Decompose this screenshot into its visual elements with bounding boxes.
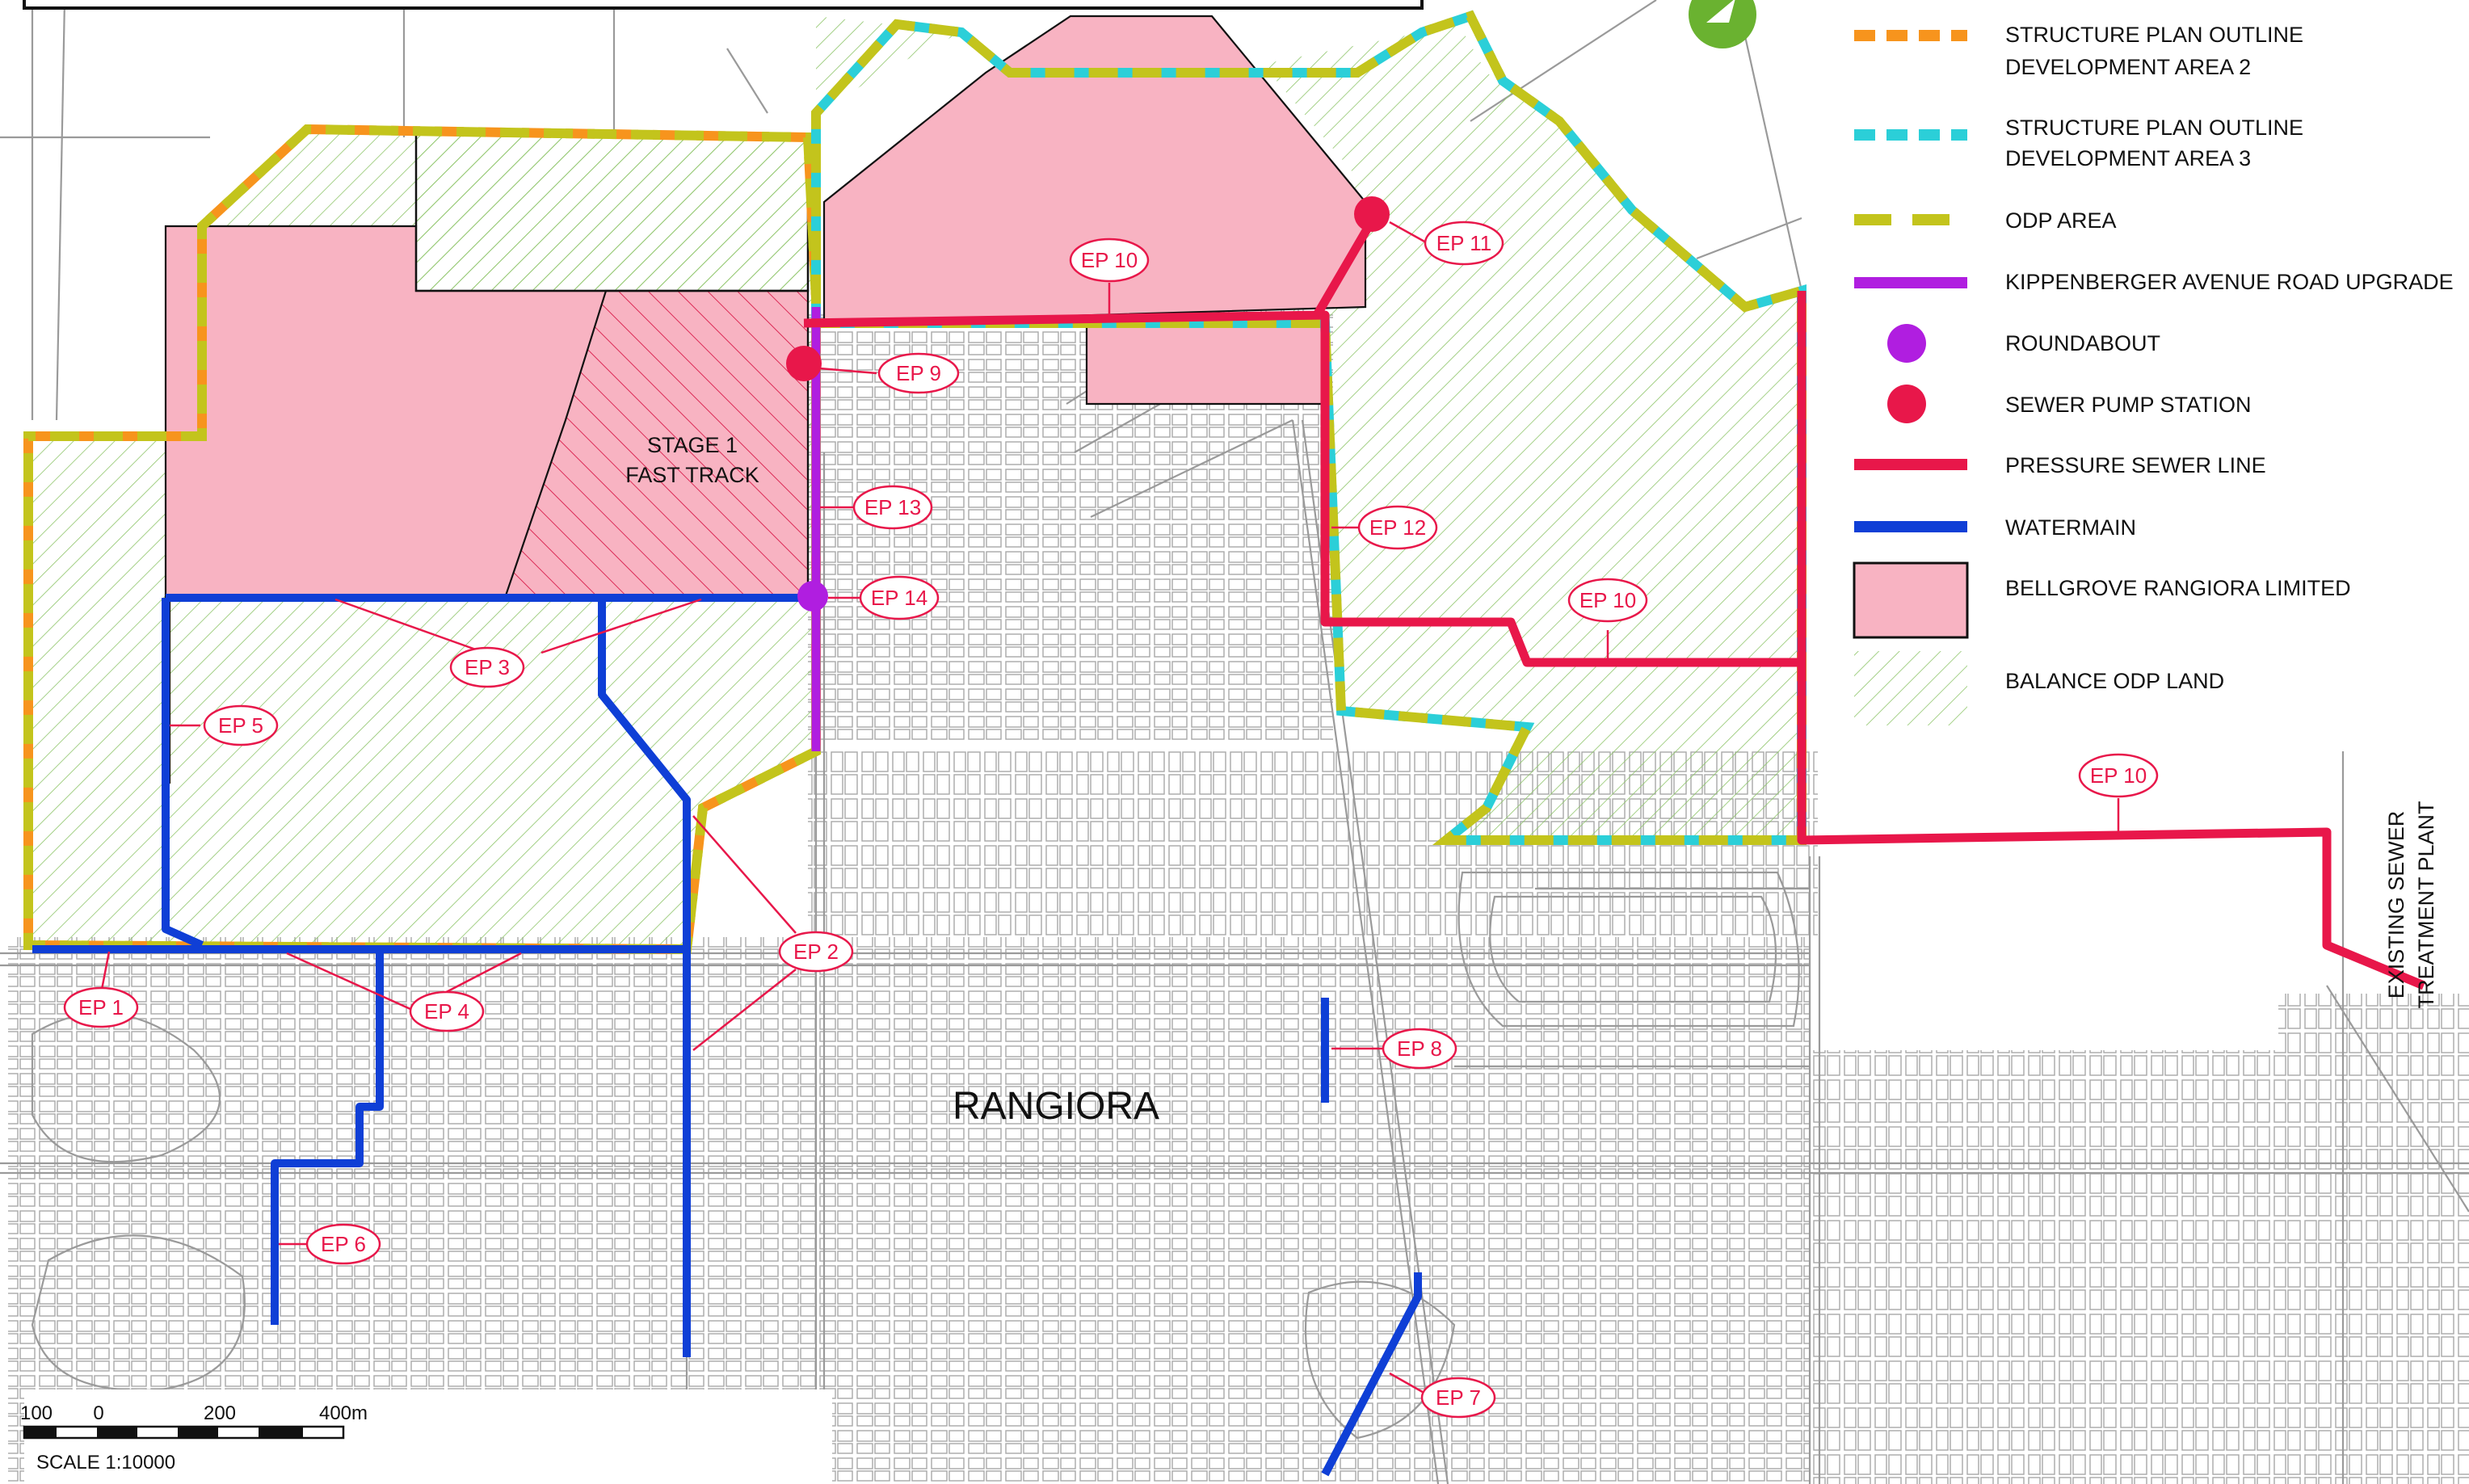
scale-tick-0: 0: [93, 1402, 103, 1424]
legend-kippenberger-text: KIPPENBERGER AVENUE ROAD UPGRADE: [2005, 270, 2454, 294]
scale-tick-200: 200: [204, 1402, 236, 1424]
ep3-callout: EP 3: [449, 646, 525, 688]
pump-station-ep11: [1354, 196, 1390, 232]
stage-label-line-2: FAST TRACK: [625, 463, 759, 487]
scale-tick-400: 400m: [319, 1402, 368, 1424]
roundabout-ep14: [797, 581, 828, 612]
ep6-label: EP 6: [321, 1232, 366, 1256]
legend-sp3-line-1: STRUCTURE PLAN OUTLINE: [2005, 116, 2303, 140]
ep8-label: EP 8: [1397, 1036, 1442, 1061]
ep8-callout: EP 8: [1382, 1028, 1457, 1070]
town-label: RANGIORA: [953, 1085, 1159, 1128]
treatment-label-line-2: TREATMENT PLANT: [2414, 801, 2438, 1008]
ep14-label: EP 14: [871, 586, 927, 610]
ep2-callout: EP 2: [778, 931, 854, 973]
bellgrove-land: [164, 15, 1367, 784]
urban-parcels: [8, 307, 2469, 1484]
scale-tick-100: 100: [20, 1402, 53, 1424]
title-box-edge: [23, 0, 1424, 10]
legend-balance-swatch: [1854, 651, 1967, 725]
treatment-label-line-1: EXISTING SEWER: [2384, 811, 2408, 999]
pump-stations: [786, 196, 1390, 381]
ep9-callout: EP 9: [877, 352, 960, 394]
scale-caption: SCALE 1:10000: [36, 1452, 175, 1473]
watermain-lines: [32, 594, 1422, 1477]
legend-roundabout-text: ROUNDABOUT: [2005, 331, 2160, 355]
ep12-label: EP 12: [1369, 515, 1426, 540]
legend-bellgrove-text: BELLGROVE RANGIORA LIMITED: [2005, 576, 2351, 600]
ep6-callout: EP 6: [305, 1223, 381, 1265]
ep4-callout: EP 4: [409, 990, 485, 1032]
ep-callouts: EP 1 EP 2 EP 3 EP 4 EP 5 EP 6 EP 7 EP 8 …: [63, 221, 2159, 1419]
legend-odp-text: ODP AREA: [2005, 208, 2117, 233]
ep2-label: EP 2: [793, 940, 839, 964]
ep11-label: EP 11: [1436, 231, 1491, 255]
legend-sp2-line-2: DEVELOPMENT AREA 2: [2005, 55, 2251, 79]
ep5-label: EP 5: [218, 713, 263, 738]
north-arrow-icon: [1689, 0, 1756, 48]
ep10-callout-outfall: EP 10: [2078, 753, 2159, 798]
stage-label-line-1: STAGE 1: [647, 433, 738, 457]
legend-pump-swatch: [1887, 385, 1926, 423]
ep7-label: EP 7: [1436, 1385, 1481, 1410]
ep7-callout: EP 7: [1420, 1377, 1496, 1419]
legend-balance-text: BALANCE ODP LAND: [2005, 669, 2224, 693]
ep14-callout: EP 14: [859, 575, 940, 620]
legend-roundabout-swatch: [1887, 324, 1926, 363]
ep5-callout: EP 5: [203, 704, 279, 746]
ep9-label: EP 9: [896, 361, 941, 385]
pump-station-ep9: [786, 346, 822, 381]
legend-sp2-line-1: STRUCTURE PLAN OUTLINE: [2005, 23, 2303, 47]
ep10-label-outfall: EP 10: [2090, 763, 2147, 788]
scale-bar: 100 0 200 400m SCALE 1:10000: [20, 1389, 832, 1484]
legend: STRUCTURE PLAN OUTLINE DEVELOPMENT AREA …: [1810, 0, 2469, 743]
ep1-callout: EP 1: [63, 986, 139, 1028]
ep3-label: EP 3: [465, 655, 510, 679]
ep4-label: EP 4: [424, 999, 469, 1024]
pressure-sewer-lines: [803, 216, 2426, 990]
ep10-label-east: EP 10: [1579, 588, 1636, 612]
ep12-callout: EP 12: [1357, 505, 1438, 550]
legend-bellgrove-swatch: [1853, 561, 1969, 639]
ep10-callout-north: EP 10: [1069, 238, 1150, 283]
ep10-callout-east: EP 10: [1567, 578, 1648, 623]
legend-pressure-text: PRESSURE SEWER LINE: [2005, 453, 2266, 477]
ep-leaders: [99, 221, 2120, 1399]
ep10-label-north: EP 10: [1081, 248, 1138, 272]
ep13-callout: EP 13: [852, 485, 933, 530]
legend-watermain-text: WATERMAIN: [2005, 515, 2136, 540]
legend-sp3-line-2: DEVELOPMENT AREA 3: [2005, 146, 2251, 170]
ep13-label: EP 13: [864, 495, 921, 519]
ep11-callout: EP 11: [1424, 221, 1504, 266]
legend-pump-text: SEWER PUMP STATION: [2005, 393, 2252, 417]
ep1-label: EP 1: [78, 995, 124, 1019]
